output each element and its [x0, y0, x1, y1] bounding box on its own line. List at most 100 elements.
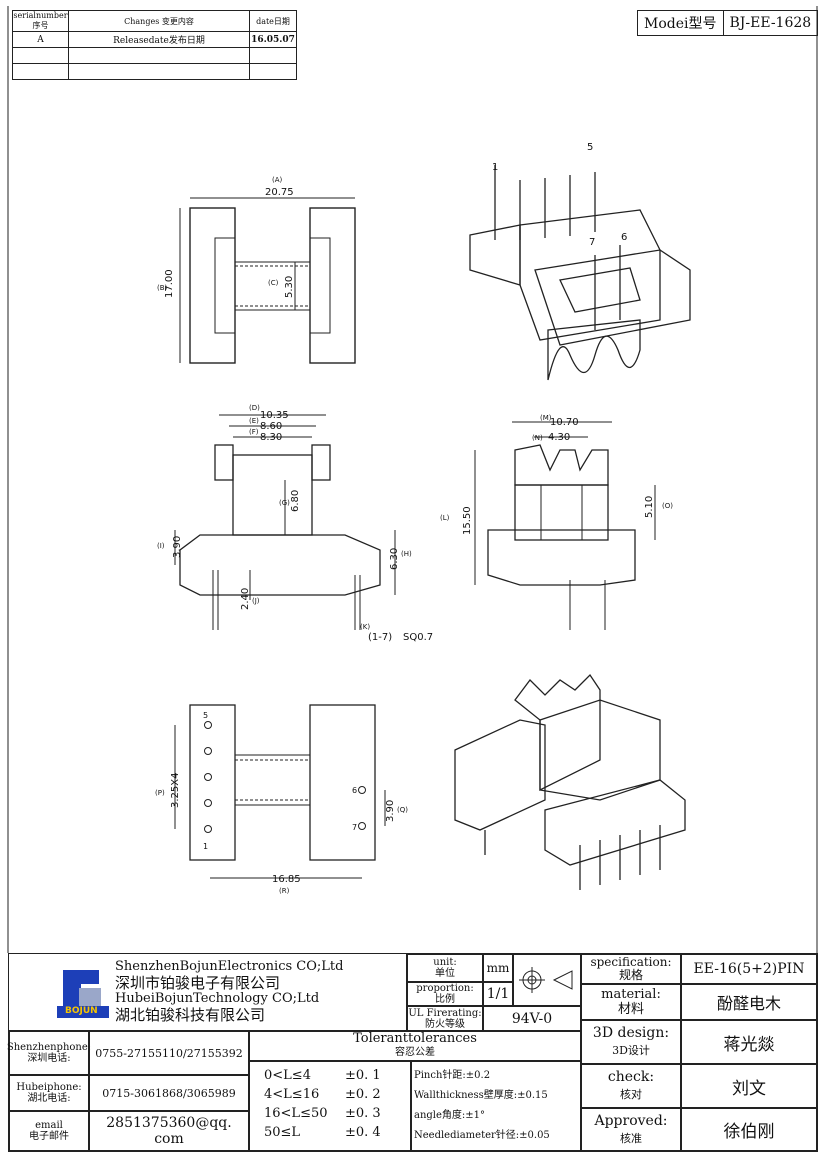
tolerance-range: 4<L≤16	[264, 1087, 320, 1102]
tolerance-range: 0<L≤4	[264, 1068, 311, 1083]
tolerance-value: ±0. 2	[345, 1087, 381, 1102]
contact-value: 0715-3061868/3065989	[89, 1075, 249, 1111]
contact-label: Shenzhenphone:	[6, 1042, 92, 1053]
contact-label: email	[35, 1120, 63, 1131]
dim-letter-l: (L)	[440, 514, 450, 522]
contact-label-cell: Shenzhenphone: 深圳电话:	[6, 1031, 92, 1075]
check-label: check:	[607, 1069, 655, 1085]
approved-value: 徐伯刚	[681, 1108, 817, 1151]
approved-label-cn: 核准	[620, 1131, 642, 1145]
dim-letter-c: (C)	[268, 279, 279, 287]
pin-number: 6	[352, 786, 357, 795]
proportion-value: 1/1	[483, 982, 513, 1006]
approved-label-cell: Approved: 核准	[581, 1108, 681, 1151]
company-names: ShenzhenBojunElectronics CO;Ltd 深圳市铂骏电子有…	[115, 959, 343, 1023]
check-label-cn: 核对	[620, 1088, 642, 1101]
dim-letter-i: (I)	[157, 542, 165, 550]
contact-label: Hubeiphone:	[16, 1082, 82, 1093]
model-box: Modei型号 BJ-EE-1628	[637, 10, 819, 36]
spec-label-cell: specification: 规格	[581, 954, 681, 984]
company-cn-2: 湖北铂骏科技有限公司	[115, 1006, 266, 1024]
dim-k: (1-7)	[368, 632, 392, 643]
note: angle角度:±1°	[414, 1110, 486, 1121]
spec-value: EE-16(5+2)PIN	[681, 954, 817, 984]
tolerance-table	[249, 1061, 411, 1151]
dim-letter-f: (F)	[249, 428, 259, 436]
dim-letter-m: (M)	[540, 414, 552, 422]
design-label-cn: 3D设计	[612, 1044, 650, 1057]
pin-number: 7	[352, 823, 357, 832]
pin-number: 1	[492, 162, 498, 173]
design-value: 蒋光燚	[681, 1020, 817, 1064]
dim-e: 8.60	[260, 421, 282, 432]
note: Wallthickness壁厚度:±0.15	[414, 1090, 548, 1101]
contact-label-cn: 电子邮件	[29, 1131, 69, 1142]
company-cn-1: 深圳市铂骏电子有限公司	[115, 974, 281, 992]
projection-symbol	[513, 954, 581, 1006]
approved-label: Approved:	[594, 1112, 668, 1129]
ul-label-cn: 防火等级	[425, 1018, 465, 1030]
pin-number: 7	[589, 237, 595, 248]
unit-value: mm	[483, 954, 513, 982]
tolerance-ranges: 0<L≤4 4<L≤16 16<L≤50 50≤L	[264, 1066, 328, 1142]
design-label: 3D design:	[592, 1025, 670, 1041]
dim-h: 6.30	[389, 548, 400, 570]
dim-letter-a: (A)	[272, 176, 283, 184]
contact-value: 0755-27155110/27155392	[89, 1031, 249, 1075]
front-view	[174, 414, 396, 630]
top-view	[179, 197, 356, 364]
pin-number: 1	[203, 842, 208, 851]
tolerance-title: Toleranttolerances	[353, 1031, 477, 1046]
tolerance-range: 50≤L	[264, 1125, 301, 1140]
tolerance-range: 16<L≤50	[264, 1106, 328, 1121]
isometric-view-bottom	[454, 673, 686, 890]
pin-number: 5	[203, 711, 208, 720]
dim-letter-k: (K)	[360, 623, 370, 631]
dim-letter-e: (E)	[249, 417, 259, 425]
dim-p: 3.25X4	[170, 773, 181, 808]
company-area	[9, 954, 407, 1031]
dim-pin-sq: SQ0.7	[403, 632, 433, 643]
title-block: BOJUN ShenzhenBojunElectronics CO;Ltd 深圳…	[6, 953, 818, 1152]
logo-text: BOJUN	[65, 1006, 98, 1016]
dim-letter-b: (B)	[157, 284, 168, 292]
dim-r: 16.85	[272, 874, 301, 885]
dim-q: 3.90	[385, 800, 396, 822]
dim-letter-r: (R)	[279, 887, 290, 895]
dim-n: 4.30	[548, 432, 570, 443]
note: Pinch针距:±0.2	[414, 1070, 491, 1081]
contact-label-cn: 深圳电话:	[27, 1053, 71, 1064]
spec-label-cn: 规格	[618, 968, 643, 982]
dim-letter-o: (O)	[662, 502, 673, 510]
dim-o: 5.10	[644, 496, 655, 518]
model-label: Modei型号	[638, 11, 724, 35]
dim-letter-j: (J)	[252, 597, 260, 605]
tolerance-value: ±0. 1	[345, 1068, 381, 1083]
bottom-view	[174, 704, 386, 879]
check-label-cell: check: 核对	[581, 1064, 681, 1108]
ul-label-cell: UL Firerating: 防火等级	[407, 1006, 483, 1031]
rev-cell	[67, 63, 251, 80]
unit-label: unit:	[433, 957, 457, 968]
design-label-cell: 3D design: 3D设计	[581, 1020, 681, 1064]
company-en-2: HubeiBojunTechnology CO;Ltd	[115, 991, 320, 1006]
contact-value: 2851375360@qq. com	[89, 1111, 249, 1151]
bojun-logo	[57, 970, 109, 1018]
isometric-view-top	[469, 165, 691, 381]
pin-number: 5	[587, 142, 593, 153]
dim-i: 3.90	[172, 536, 183, 558]
tolerance-title-cell: Toleranttolerances 容忍公差	[249, 1031, 581, 1061]
check-value: 刘文	[681, 1064, 817, 1108]
dim-letter-q: (Q)	[397, 806, 408, 814]
proportion-label-cn: 比例	[435, 994, 455, 1005]
dim-b: 17.00	[164, 269, 175, 298]
material-label-cell: material: 材料	[581, 984, 681, 1020]
dim-a: 20.75	[265, 187, 294, 198]
tolerance-title-cn: 容忍公差	[395, 1047, 435, 1058]
dim-f: 8.30	[260, 432, 282, 443]
company-en-1: ShenzhenBojunElectronics CO;Ltd	[115, 959, 344, 974]
tolerance-notes: Pinch针距:±0.2 Wallthickness壁厚度:±0.15 angl…	[414, 1066, 550, 1146]
dim-letter-n: (N)	[532, 434, 543, 442]
dim-j: 2.40	[240, 588, 251, 610]
tolerance-value: ±0. 4	[345, 1125, 381, 1140]
